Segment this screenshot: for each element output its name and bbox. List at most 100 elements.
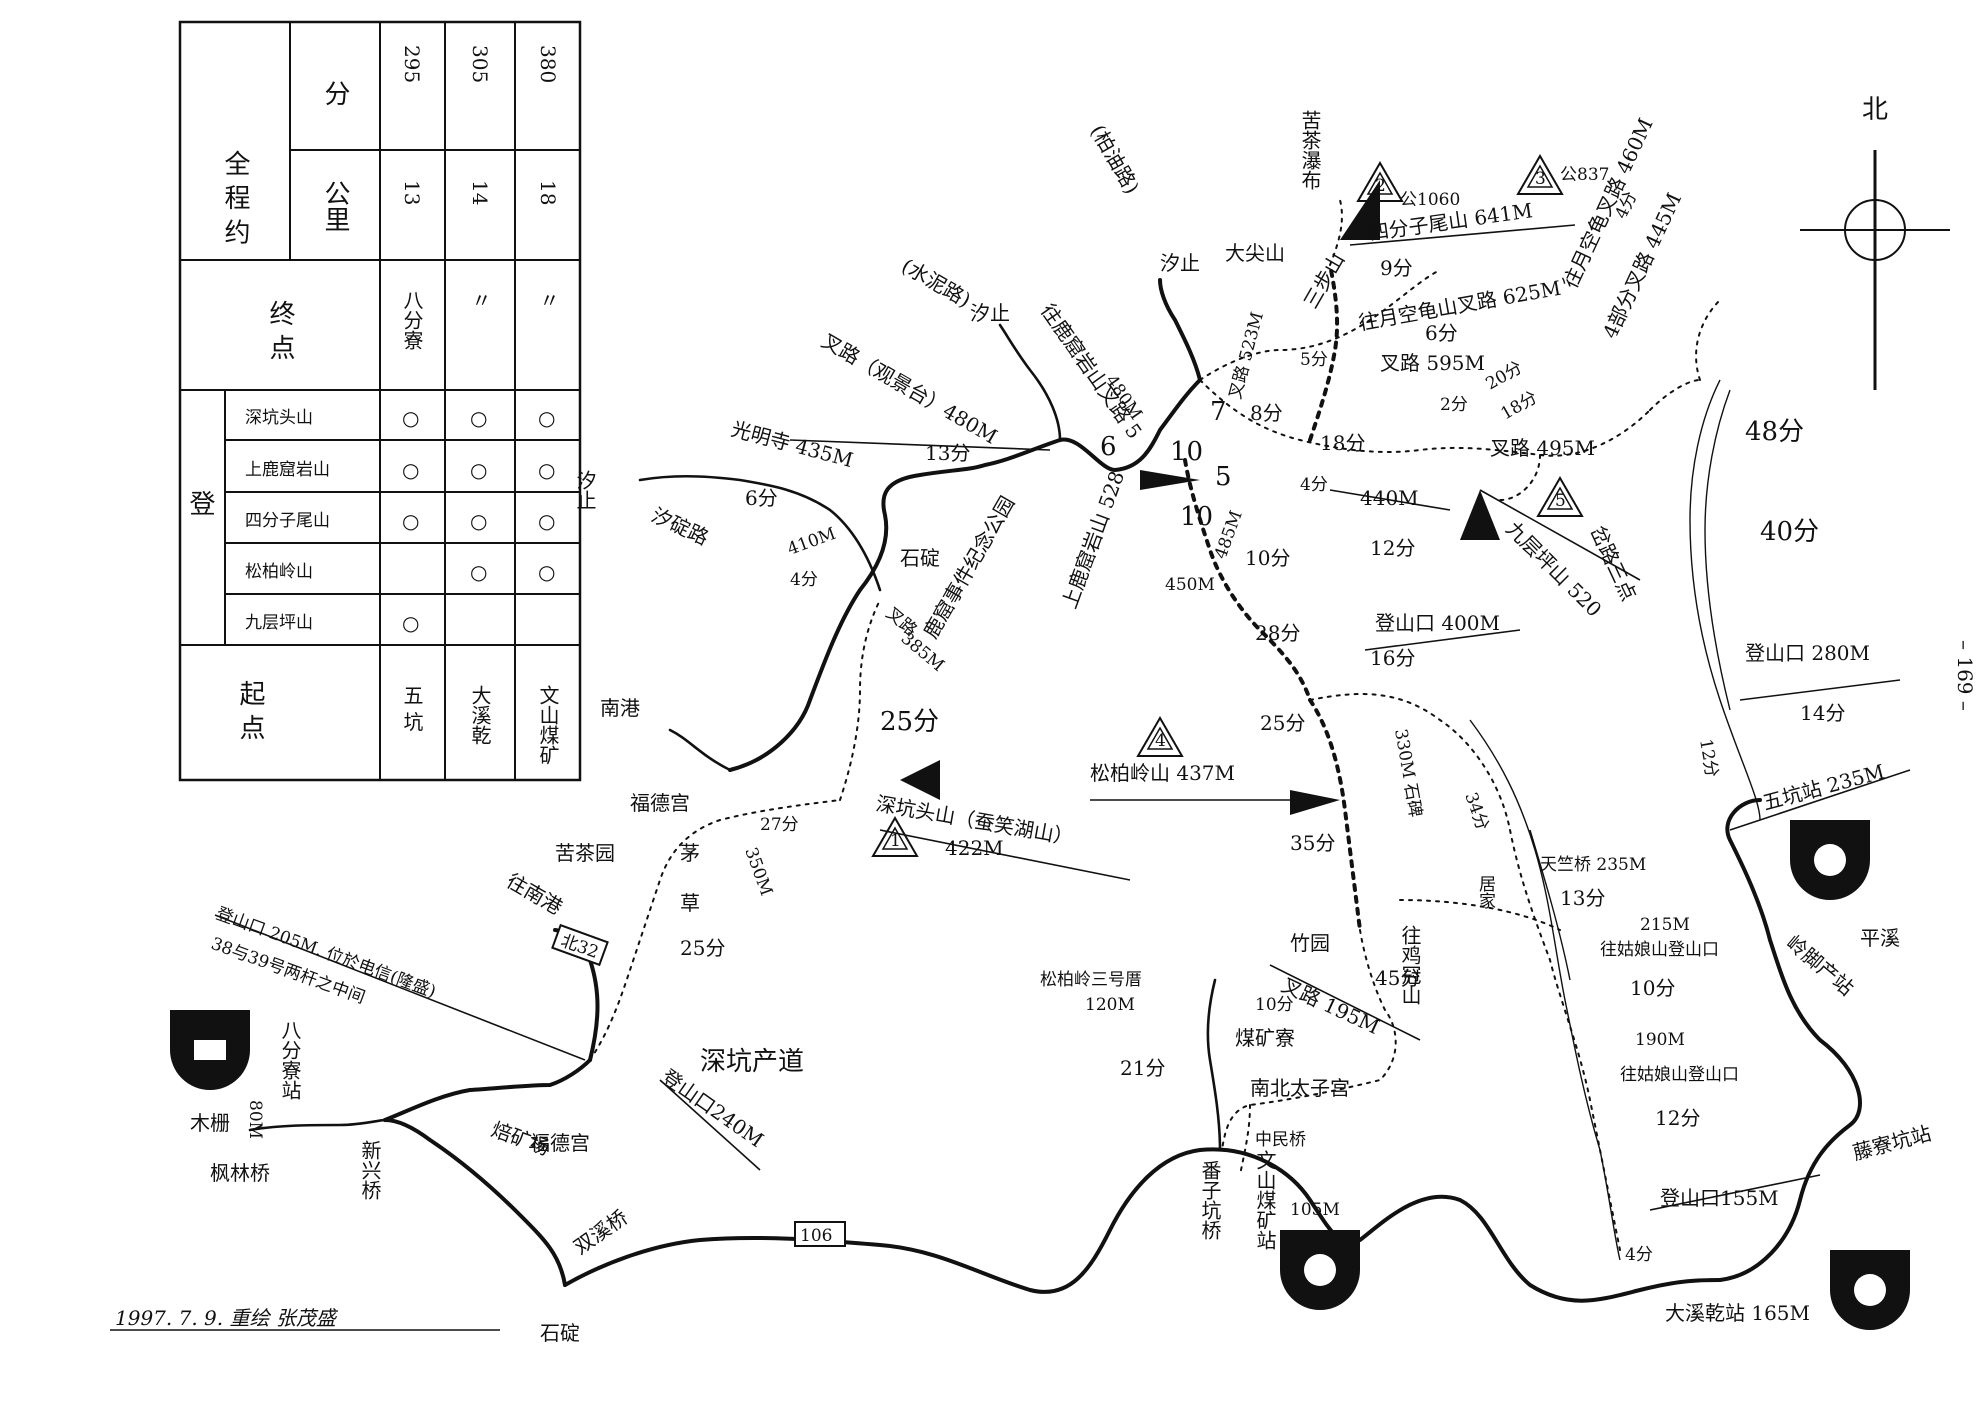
label-xizhi-left: 汐止	[573, 470, 597, 510]
label-2min: 2分	[1440, 395, 1468, 415]
label-4min-a: 4分	[790, 570, 818, 590]
label-wp5: 5	[1215, 462, 1232, 492]
station-wukeng: 五坑站 235M	[1760, 759, 1887, 815]
label-25min-b: 25分	[880, 707, 939, 737]
label-wp6: 6	[1100, 432, 1117, 462]
summit-triangle-s3: 3	[1516, 154, 1564, 195]
station-icon-wukeng	[1790, 820, 1870, 900]
table-rows: 五 坑○○○○八分寮13295大溪乾○○○○〃14305文山煤矿○○○○〃183…	[400, 45, 560, 765]
route-shields: 106 北32	[551, 923, 846, 1247]
road-106	[563, 1147, 1722, 1303]
summit-2-extra: 公1060	[1400, 190, 1460, 210]
label-mao: 茅	[680, 841, 700, 865]
station-icon-bafenliao	[170, 1010, 250, 1090]
label-wp7: 7	[1210, 397, 1227, 427]
summit-triangle-s1: 1	[871, 816, 919, 857]
streams	[1469, 379, 1761, 1261]
label-cement-road: (水泥路)	[898, 254, 975, 313]
label-450m: 450M	[1165, 575, 1215, 595]
table-row-mark: ○	[538, 458, 555, 482]
label-shiding-south: 石碇	[540, 1321, 580, 1345]
station-bafenliao: 八分寮站	[278, 1020, 302, 1100]
road-wenshan	[1206, 978, 1222, 1152]
summit-labels: 深坑头山（蚕笑湖山） 422M 四分子尾山 641M 公1060 公837 松柏…	[874, 165, 1609, 860]
table-row-mark: ○	[470, 560, 487, 584]
label-18min-b: 18分	[1498, 388, 1541, 425]
label-xizhi-mid: 汐止	[970, 301, 1010, 325]
north-label: 北	[1862, 95, 1888, 125]
label-mulan: 木栅	[190, 1111, 230, 1135]
label-dajian-mountain: 大尖山	[1225, 241, 1285, 265]
summit-triangles: 1 2 3 4 5	[871, 154, 1584, 857]
table-peak-name: 上鹿窟岩山	[245, 460, 330, 480]
road-xizhi-top	[1158, 278, 1202, 382]
label-18min: 18分	[1320, 431, 1365, 455]
table-row-end: 八分寮	[400, 290, 424, 350]
label-fude-temple-1: 福德宫	[530, 1131, 590, 1155]
route-106: 106	[800, 1226, 832, 1246]
station-bafenliao-elev: 80M	[245, 1100, 265, 1139]
label-20min: 20分	[1483, 358, 1526, 395]
road-nangang	[668, 728, 732, 772]
road-shiding-xiding	[728, 378, 1202, 772]
trails	[589, 199, 1721, 1251]
table-row-start: 大溪乾	[468, 685, 492, 745]
label-10min-a: 10分	[1245, 546, 1290, 570]
label-stone-tablet: 330M 石碑	[1390, 727, 1425, 818]
label-xinxing-bridge: 新兴桥	[358, 1140, 382, 1200]
label-viewpoint-junction: 叉路（观景台）480M	[818, 329, 1002, 449]
label-4min-b: 4分	[1300, 475, 1328, 495]
table-row-mark: ○	[470, 406, 487, 430]
label-wp10b: 10	[1180, 502, 1213, 532]
label-6min: 6分	[745, 486, 778, 510]
table-row-start: 文山煤矿	[536, 685, 560, 765]
table-row-mark: ○	[538, 560, 555, 584]
station-icon-wenshan	[1280, 1230, 1360, 1310]
flag-6	[1140, 470, 1200, 490]
summit-1-elev: 422M	[945, 836, 1004, 860]
station-tengliao: 藤寮坑站	[1850, 1121, 1933, 1165]
label-410m: 410M	[785, 524, 839, 560]
label-coal-hut: 煤矿寮	[1235, 1026, 1295, 1050]
station-icon-daxigan	[1830, 1250, 1910, 1330]
label-16min: 16分	[1370, 646, 1415, 670]
table-row-minutes: 380	[536, 45, 560, 83]
summit-4-label: 松柏岭山 437M	[1090, 761, 1235, 785]
station-icons	[170, 820, 1910, 1330]
road-mulan	[248, 1118, 387, 1132]
table-row-mark: ○	[538, 406, 555, 430]
station-wenshan-elev: 105M	[1290, 1200, 1340, 1220]
label-to-guniang-1: 往姑娘山登山口	[1600, 940, 1719, 960]
label-junction-495: 叉路 495M	[1490, 436, 1595, 460]
label-junction-523: 叉路 523M	[1226, 310, 1268, 401]
summit-triangle-s5: 5	[1536, 476, 1584, 517]
table-row-end: 〃	[468, 290, 492, 310]
label-to-nangang: 往南港	[503, 869, 567, 920]
label-tianzhu-bridge: 天竺桥 235M	[1540, 855, 1646, 875]
label-paved-road: (柏油路)	[1086, 121, 1145, 198]
summit-number: 4	[1155, 731, 1166, 751]
table-row-minutes: 305	[468, 45, 492, 83]
label-xiding-road: 汐碇路	[648, 503, 713, 550]
label-9min: 9分	[1380, 256, 1413, 280]
map-labels: 木栅 枫林桥 新兴桥 八分寮站 80M 石碇 双溪桥 焙矿场 福德宫 登山口24…	[190, 110, 1900, 1345]
summit-number: 2	[1375, 176, 1386, 196]
table-row-mark: ○	[470, 458, 487, 482]
table-row-mark: ○	[470, 509, 487, 533]
table-row-km: 13	[400, 180, 424, 205]
summit-number: 1	[890, 831, 901, 851]
table-row-km: 14	[468, 180, 492, 205]
table-row-km: 18	[536, 180, 560, 205]
label-nangang: 南港	[600, 696, 640, 720]
label-8min: 8分	[1250, 401, 1283, 425]
label-pingxi: 平溪	[1860, 926, 1900, 950]
label-48min: 48分	[1745, 417, 1804, 447]
label-40min: 40分	[1760, 517, 1819, 547]
table-end-header: 终 点	[265, 300, 295, 360]
flag-1	[900, 760, 940, 800]
table-peak-name: 深坑头山	[245, 408, 313, 428]
table-minutes-header: 分	[320, 80, 350, 106]
table-peak-name: 四分子尾山	[245, 511, 330, 531]
label-kucha-garden: 苦茶园	[555, 841, 615, 865]
label-350m: 350M	[740, 845, 776, 899]
